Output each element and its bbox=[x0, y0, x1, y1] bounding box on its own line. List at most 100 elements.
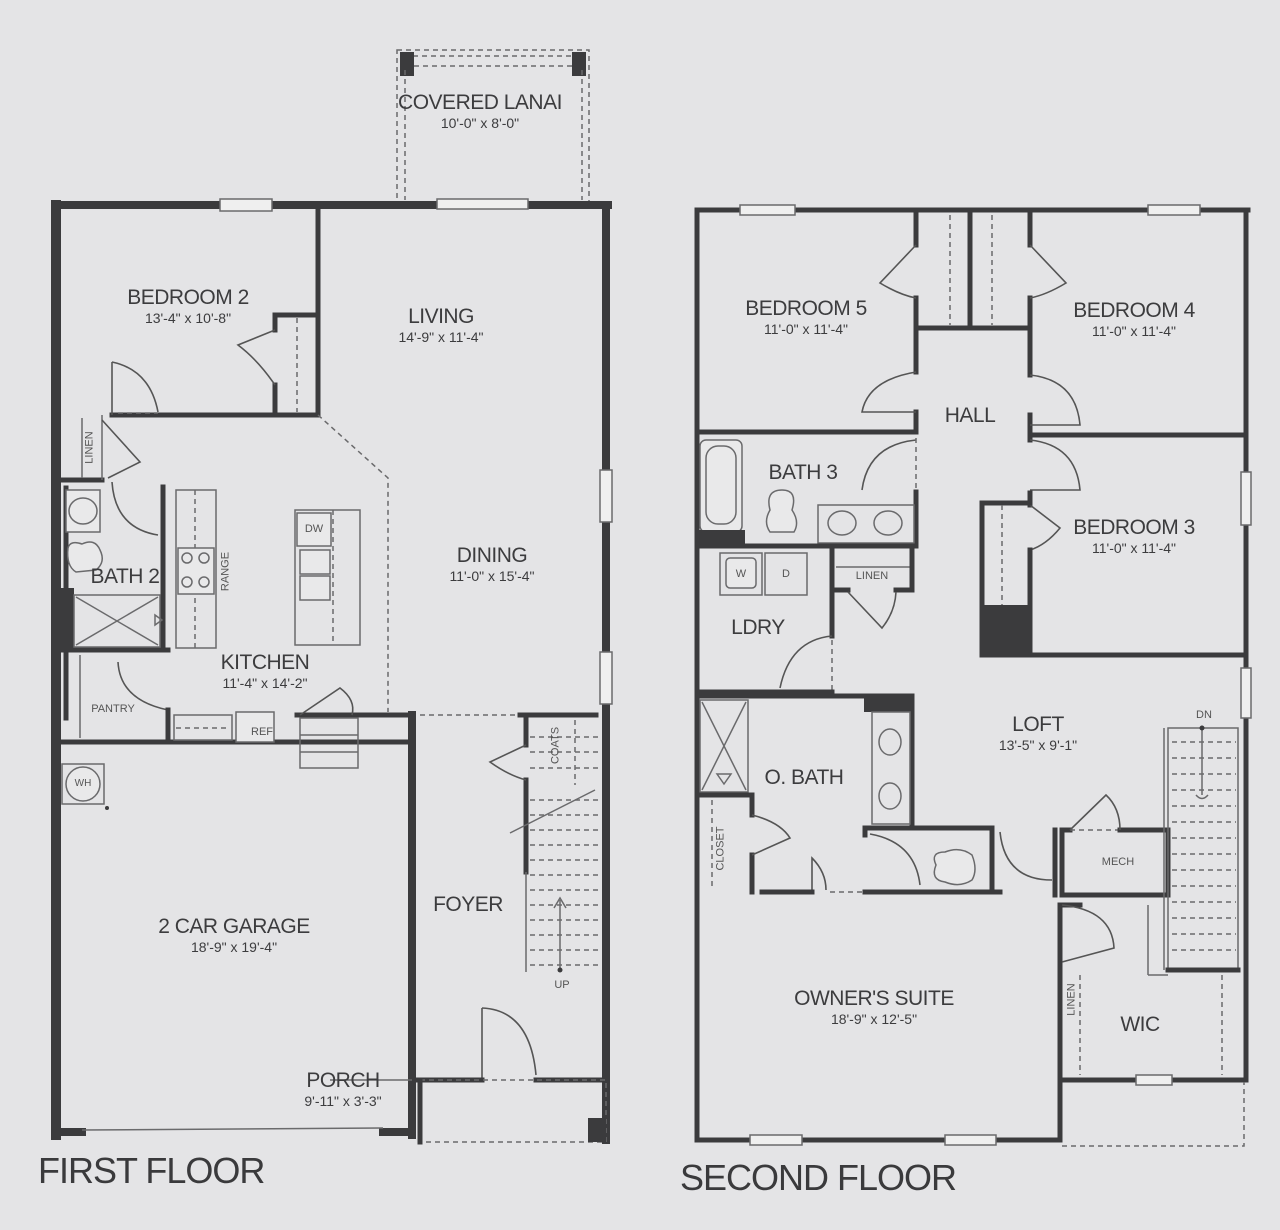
room-name: BEDROOM 4 bbox=[1073, 299, 1195, 322]
room-name: WIC bbox=[1120, 1013, 1160, 1036]
water-heater bbox=[61, 763, 109, 810]
room-bedroom-2: BEDROOM 2 13'-4" x 10'-8" bbox=[127, 287, 249, 325]
room-name: BEDROOM 5 bbox=[745, 297, 867, 320]
window bbox=[1240, 471, 1252, 526]
room-name: FOYER bbox=[433, 893, 503, 916]
covered-lanai-outline bbox=[396, 49, 590, 203]
linen-label-2: LINEN bbox=[1065, 983, 1078, 1016]
window bbox=[1147, 204, 1201, 216]
room-dimensions: 11'-0" x 11'-4" bbox=[763, 321, 849, 337]
room-name: BATH 2 bbox=[90, 565, 160, 588]
room-dimensions: 13'-4" x 10'-8" bbox=[144, 310, 232, 326]
upper-bedrooms-walls bbox=[861, 209, 1249, 658]
dishwasher-label: DW bbox=[304, 523, 324, 535]
pantry-walls bbox=[57, 655, 415, 769]
linen-label: LINEN bbox=[855, 570, 889, 582]
room-covered-lanai: COVERED LANAI 10'-0" x 8'-0" bbox=[398, 92, 562, 130]
room-name: O. BATH bbox=[764, 766, 844, 789]
room-owner-bath: O. BATH bbox=[765, 767, 844, 788]
room-owners-suite: OWNER'S SUITE 18'-9" x 12'-5" bbox=[794, 988, 954, 1026]
stairs-down-label: DN bbox=[1196, 709, 1212, 721]
first-floor-title: FIRST FLOOR bbox=[38, 1150, 265, 1191]
room-name: KITCHEN bbox=[220, 651, 310, 674]
first-floor-exterior-walls bbox=[51, 200, 612, 1144]
room-loft: LOFT 13'-5" x 9'-1" bbox=[999, 714, 1077, 752]
room-name: BATH 3 bbox=[768, 461, 838, 484]
room-bedroom-4: BEDROOM 4 11'-0" x 11'-4" bbox=[1073, 300, 1195, 338]
window bbox=[749, 1134, 803, 1146]
room-name: COVERED LANAI bbox=[398, 91, 562, 114]
room-living: LIVING 14'-9" x 11'-4" bbox=[398, 306, 483, 344]
room-dimensions: 14'-9" x 11'-4" bbox=[398, 329, 484, 345]
room-name: DINING bbox=[456, 544, 528, 567]
pantry-label: PANTRY bbox=[91, 703, 135, 715]
room-bath-2: BATH 2 bbox=[91, 566, 160, 587]
linen-label: LINEN bbox=[83, 431, 96, 464]
room-dimensions: 18'-9" x 12'-5" bbox=[830, 1011, 918, 1027]
kitchen-island bbox=[294, 509, 361, 646]
window bbox=[944, 1134, 997, 1146]
room-garage: 2 CAR GARAGE 18'-9" x 19'-4" bbox=[158, 916, 310, 954]
room-dimensions: 13'-5" x 9'-1" bbox=[998, 737, 1078, 753]
window bbox=[739, 204, 796, 216]
room-hall: HALL bbox=[945, 405, 996, 426]
room-wic: WIC bbox=[1120, 1013, 1160, 1036]
first-floor-plan bbox=[51, 49, 613, 1145]
room-dimensions: 10'-0" x 8'-0" bbox=[440, 115, 520, 131]
room-kitchen: KITCHEN 11'-4" x 14'-2" bbox=[221, 652, 310, 690]
room-name: HALL bbox=[944, 404, 996, 427]
room-name: LOFT bbox=[1012, 713, 1064, 736]
window bbox=[599, 469, 613, 523]
room-name: 2 CAR GARAGE bbox=[158, 915, 310, 938]
window bbox=[1135, 1074, 1173, 1086]
room-dimensions: 11'-0" x 15'-4" bbox=[449, 568, 535, 584]
room-bath-3: BATH 3 bbox=[769, 462, 838, 483]
kitchen-dining-divider bbox=[317, 414, 389, 712]
room-dimensions: 18'-9" x 19'-4" bbox=[190, 939, 278, 955]
room-name: OWNER'S SUITE bbox=[794, 987, 954, 1010]
room-porch: PORCH 9'-11" x 3'-3" bbox=[304, 1070, 381, 1108]
room-name: BEDROOM 2 bbox=[127, 286, 249, 309]
bath-3 bbox=[694, 429, 919, 549]
refrigerator-label: REF bbox=[251, 726, 273, 738]
mech-label: MECH bbox=[1101, 856, 1135, 868]
range-label: RANGE bbox=[219, 551, 232, 592]
sliding-door bbox=[436, 198, 529, 210]
range-counter bbox=[175, 489, 217, 649]
room-dining: DINING 11'-0" x 15'-4" bbox=[449, 545, 534, 583]
laundry-room bbox=[694, 543, 915, 695]
room-name: BEDROOM 3 bbox=[1073, 516, 1195, 539]
room-name: PORCH bbox=[306, 1069, 380, 1092]
second-floor-plan bbox=[694, 204, 1252, 1147]
room-dimensions: 11'-0" x 11'-4" bbox=[1091, 323, 1177, 339]
coats-label: COATS bbox=[549, 726, 562, 765]
second-floor-title: SECOND FLOOR bbox=[680, 1157, 957, 1198]
toilet-icon bbox=[66, 541, 103, 573]
room-name: LIVING bbox=[408, 305, 474, 328]
closet-label: CLOSET bbox=[714, 826, 727, 871]
dryer-label: D bbox=[782, 568, 790, 580]
second-floor-exterior-walls bbox=[694, 207, 1251, 1147]
water-heater-label: WH bbox=[74, 778, 92, 789]
stairs-up-label: UP bbox=[554, 979, 570, 991]
owner-bath bbox=[694, 693, 1053, 895]
garage-door bbox=[81, 1127, 384, 1131]
bath-2-walls bbox=[57, 415, 171, 721]
room-dimensions: 11'-0" x 11'-4" bbox=[1091, 540, 1177, 556]
room-foyer: FOYER bbox=[433, 894, 503, 915]
foyer-stairs bbox=[330, 712, 607, 1145]
bedroom-2-walls bbox=[109, 202, 321, 418]
room-bedroom-3: BEDROOM 3 11'-0" x 11'-4" bbox=[1073, 517, 1195, 555]
toilet-icon bbox=[765, 489, 798, 533]
window bbox=[599, 651, 613, 705]
room-laundry: LDRY bbox=[731, 617, 785, 638]
room-name: LDRY bbox=[731, 616, 785, 639]
room-dimensions: 9'-11" x 3'-3" bbox=[304, 1093, 382, 1109]
toilet-icon bbox=[933, 848, 976, 886]
window bbox=[1240, 667, 1252, 719]
window bbox=[219, 198, 273, 212]
mech-stairs-wic bbox=[1052, 725, 1241, 1075]
room-dimensions: 11'-4" x 14'-2" bbox=[222, 675, 308, 691]
washer-label: W bbox=[735, 568, 747, 580]
